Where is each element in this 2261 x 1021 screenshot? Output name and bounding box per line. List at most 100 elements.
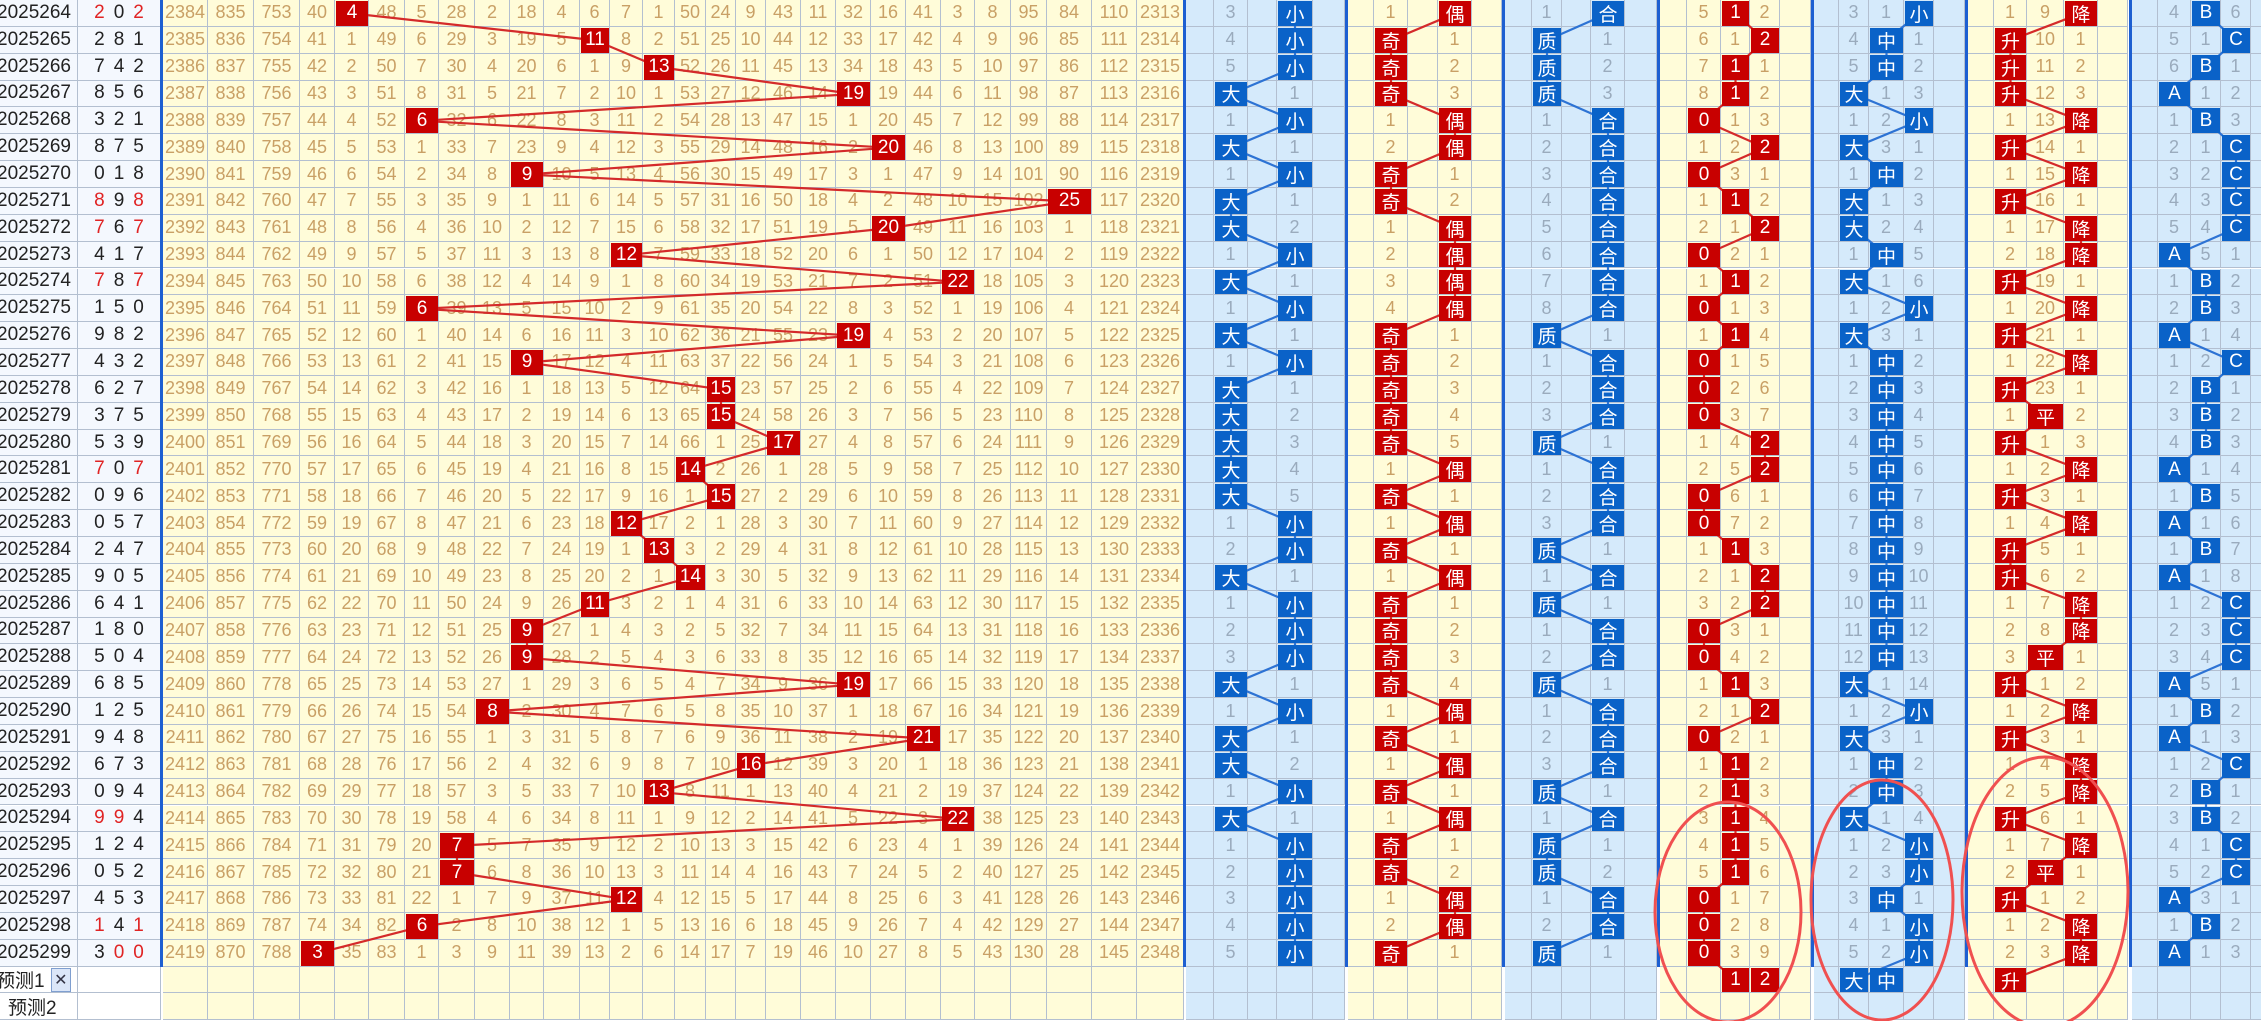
rise-flat-fall-omission-升: 1 [1994, 510, 2027, 537]
odd-even-spacer-cell [1438, 134, 1472, 162]
mod3-road-spacer-cell [1660, 134, 1687, 162]
rise-flat-fall-omission-平: 5 [2027, 778, 2064, 806]
mod3-road-spacer-cell [1660, 510, 1687, 537]
issue-cell: 2025296 [0, 859, 78, 887]
odd-even-spacer-cell [1348, 375, 1374, 403]
sum-omission-cell: 25 [975, 456, 1011, 484]
abc-spacer-cell [2158, 671, 2191, 699]
sum-omission-cell: 1 [941, 832, 975, 860]
odd-even-spacer-cell [1348, 187, 1374, 215]
big-mid-small-spacer-cell [1869, 778, 1904, 806]
rise-flat-fall-predicted-升[interactable]: 升 [1995, 967, 2026, 993]
big-small-spacer-cell [1313, 241, 1345, 269]
prime-composite-spacer-cell [1625, 912, 1657, 940]
sum-omission-cell: 4 [941, 26, 975, 54]
rise-flat-fall-spacer-cell [2098, 322, 2128, 350]
odd-even-spacer-cell [1374, 161, 1408, 188]
big-mid-small-spacer-cell [1904, 993, 1934, 1021]
sum-omission-cell: 10 [405, 563, 439, 591]
sum-omission-cell: 2392 [163, 214, 208, 242]
sum-omission-cell: 66 [369, 483, 405, 511]
sum-omission-cell: 21 [975, 349, 1011, 376]
sum-omission-cell [736, 993, 766, 1021]
sum-omission-cell: 14 [975, 161, 1011, 188]
close-prediction-button[interactable]: ✕ [50, 967, 71, 992]
sum-omission-cell: 43 [975, 939, 1011, 967]
mod3-road-spacer-cell [1780, 886, 1811, 913]
sum-hit-cell: 21 [907, 725, 940, 751]
big-small-spacer-cell [1214, 805, 1248, 833]
sum-omission-cell: 22 [801, 295, 836, 323]
sum-omission-cell: 21 [475, 510, 510, 537]
rise-flat-fall-omission-平: 10 [2027, 26, 2064, 54]
abc-spacer-cell [2191, 268, 2221, 296]
draw-digit: 0 [133, 619, 144, 641]
sum-omission-cell: 7 [1047, 375, 1092, 403]
big-mid-small-predicted-中[interactable]: 中 [1870, 967, 1903, 993]
sum-omission-cell: 7 [836, 268, 871, 296]
abc-spacer-cell [2191, 912, 2221, 940]
abc-omission-C: 3 [2221, 295, 2251, 323]
abc-spacer-cell [2132, 859, 2158, 887]
big-mid-small-predicted-大[interactable]: 大 [1840, 967, 1868, 993]
sum-omission-cell: 25 [736, 429, 766, 457]
prime-composite-spacer-cell [1625, 590, 1657, 618]
big-small-spacer-cell [1313, 510, 1345, 537]
sum-omission-cell: 2329 [1137, 429, 1184, 457]
mod3-road-omission-2: 2 [1750, 80, 1780, 108]
sum-omission-cell: 4 [766, 537, 801, 564]
abc-spacer-cell [2251, 161, 2261, 188]
big-small-spacer-cell [1313, 751, 1345, 779]
sum-omission-cell: 30 [706, 161, 736, 188]
sum-omission-cell: 16 [1047, 617, 1092, 645]
sum-omission-cell: 14 [706, 859, 736, 887]
mod3-road-omission-2: 1 [1750, 724, 1780, 752]
sum-omission-cell: 57 [766, 375, 801, 403]
big-small-spacer-cell [1214, 322, 1248, 350]
sum-omission-cell: 9 [475, 187, 510, 215]
mod3-road-spacer-cell [1780, 966, 1811, 994]
sum-omission-cell: 6 [580, 0, 610, 27]
mod3-road-predicted-2[interactable]: 2 [1751, 967, 1779, 993]
sum-omission-cell: 26 [475, 644, 510, 672]
big-mid-small-spacer-cell [1814, 510, 1839, 537]
abc-spacer-cell [2132, 939, 2158, 967]
prime-composite-spacer-cell [1505, 268, 1532, 296]
sum-omission-cell: 2 [610, 563, 643, 591]
draw-digit: 0 [94, 780, 105, 802]
sum-omission-cell: 9 [510, 590, 544, 618]
odd-even-omission-奇: 1 [1374, 751, 1408, 779]
sum-omission-cell [475, 966, 510, 994]
draw-digit: 8 [94, 189, 105, 211]
sum-omission-cell: 12 [580, 912, 610, 940]
sum-omission-cell: 1 [510, 671, 544, 699]
sum-omission-cell: 23 [510, 134, 544, 162]
mod3-road-spacer-cell [1780, 698, 1811, 725]
sum-omission-cell: 57 [300, 456, 335, 484]
sum-omission-cell: 42 [975, 912, 1011, 940]
draw-digit: 2 [133, 55, 144, 77]
big-mid-small-omission-中: 2 [1869, 295, 1904, 323]
sum-omission-cell: 5 [675, 698, 706, 725]
odd-even-spacer-cell [1348, 751, 1374, 779]
abc-spacer-cell [2251, 268, 2261, 296]
sum-omission-cell: 5 [941, 939, 975, 967]
sum-omission-cell: 869 [208, 912, 254, 940]
odd-even-spacer-cell [1374, 939, 1408, 967]
odd-even-spacer-cell [1408, 53, 1438, 81]
big-small-omission-小: 1 [1277, 805, 1313, 833]
sum-omission-cell: 71 [369, 617, 405, 645]
odd-even-spacer-cell [1472, 483, 1502, 511]
sum-omission-cell: 2327 [1137, 375, 1184, 403]
mod3-road-predicted-1[interactable]: 1 [1722, 967, 1749, 993]
sum-omission-cell: 7 [544, 80, 580, 108]
odd-even-spacer-cell [1472, 939, 1502, 967]
sum-omission-cell: 2388 [163, 107, 208, 135]
sum-omission-cell: 38 [801, 724, 836, 752]
mod3-road-spacer-cell [1721, 859, 1750, 887]
prime-composite-omission-质: 8 [1532, 295, 1562, 323]
